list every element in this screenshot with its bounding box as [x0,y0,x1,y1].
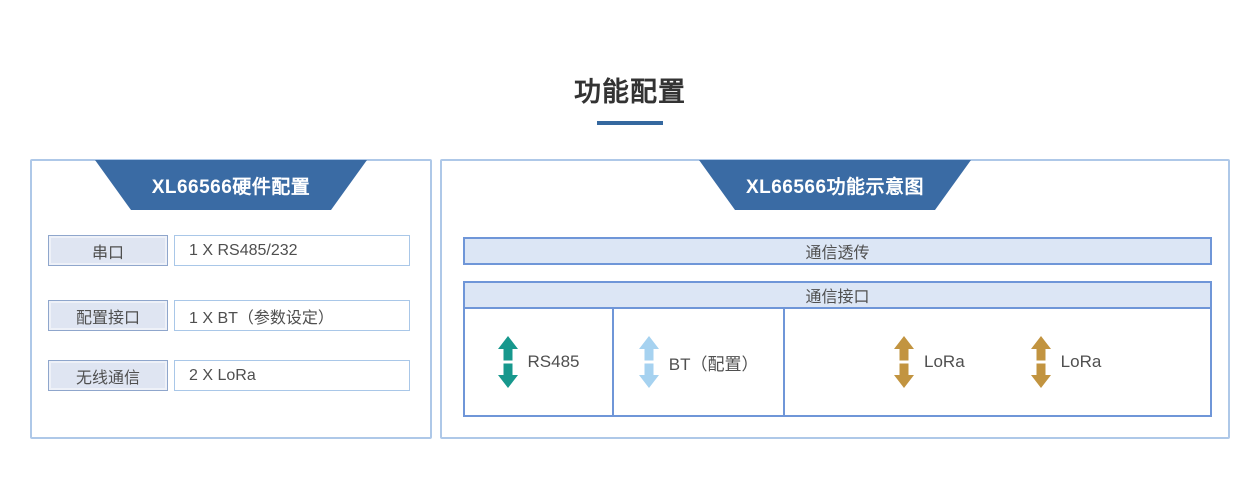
lora-group-1: LoRa [894,336,965,388]
transparent-transmission-bar: 通信透传 [463,237,1212,265]
spec-row-config-interface: 配置接口 1 X BT（参数设定） [48,300,410,331]
lora-group-2: LoRa [1030,336,1102,388]
interface-label-rs485: RS485 [527,352,580,371]
diagram-panel-title: XL66566功能示意图 [745,176,925,198]
spec-label-serial: 串口 [48,235,168,266]
hardware-panel-title: XL66566硬件配置 [151,176,311,198]
interface-label-bt: BT（配置） [668,354,759,374]
hardware-config-panel: XL66566硬件配置 串口 1 X RS485/232 配置接口 1 X BT… [30,159,432,439]
interface-cell-bt: BT（配置） [614,309,786,415]
diagram-panel-header: XL66566功能示意图 [699,160,971,210]
page-title: 功能配置 [574,77,686,107]
spec-label-config-interface: 配置接口 [48,300,168,331]
interface-cell-rs485: RS485 [465,309,614,415]
spec-row-serial: 串口 1 X RS485/232 [48,235,410,266]
interface-label-lora-1: LoRa [924,352,965,371]
spec-value-serial: 1 X RS485/232 [174,235,410,266]
hardware-panel-header: XL66566硬件配置 [95,160,367,210]
interface-label-lora-2: LoRa [1060,352,1102,371]
spec-value-config-interface: 1 X BT（参数设定） [174,300,410,331]
comm-interface-table: 通信接口 RS485 [463,281,1212,417]
comm-interface-table-body: RS485 BT（配置） [465,309,1210,415]
hardware-spec-rows: 串口 1 X RS485/232 配置接口 1 X BT（参数设定） 无线通信 … [32,161,430,391]
comm-interface-table-header: 通信接口 [465,283,1210,309]
spec-row-wireless: 无线通信 2 X LoRa [48,360,410,391]
panels-container: XL66566硬件配置 串口 1 X RS485/232 配置接口 1 X BT… [30,159,1230,439]
double-arrow-vertical-icon [638,336,659,388]
double-arrow-vertical-icon [894,336,915,388]
spec-value-wireless: 2 X LoRa [174,360,410,391]
double-arrow-vertical-icon [497,336,518,388]
interface-cell-lora: LoRa LoRa [785,309,1210,415]
title-underline [597,121,663,125]
function-diagram-panel: XL66566功能示意图 通信透传 通信接口 RS485 [440,159,1230,439]
spec-label-wireless: 无线通信 [48,360,168,391]
title-section: 功能配置 [0,0,1260,125]
double-arrow-vertical-icon [1030,336,1051,388]
